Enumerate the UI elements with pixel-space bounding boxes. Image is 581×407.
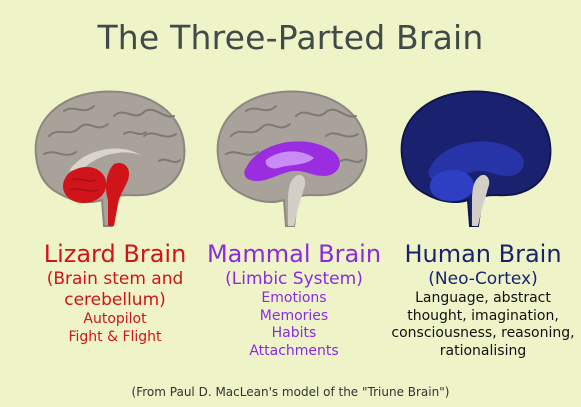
lizard-brain-subtitle-line-1: (Brain stem and [25,269,205,290]
mammal-brain-item: Attachments [200,343,388,361]
lizard-brain-column: Lizard Brain (Brain stem and cerebellum)… [25,240,205,346]
human-brain-item: rationalising [385,343,581,361]
lizard-brain-heading: Lizard Brain [25,240,205,269]
lizard-brain-item: Fight & Flight [25,329,205,347]
mammal-brain-item: Memories [200,308,388,326]
mammal-brain-item: Habits [200,325,388,343]
human-brain-item: thought, imagination, [385,308,581,326]
lizard-brain-subtitle-line-2: cerebellum) [25,290,205,311]
mammal-brain-column: Mammal Brain (Limbic System) Emotions Me… [200,240,388,360]
mammal-brain-item: Emotions [200,290,388,308]
mammal-brain-heading: Mammal Brain [200,240,388,269]
page-title: The Three-Parted Brain [0,18,581,57]
human-brain-heading: Human Brain [385,240,581,269]
human-brain-illustration [390,76,558,242]
mammal-brain-subtitle: (Limbic System) [200,269,388,290]
lizard-brain-illustration [24,76,192,242]
lizard-brain-item: Autopilot [25,311,205,329]
human-brain-column: Human Brain (Neo-Cortex) Language, abstr… [385,240,581,360]
mammal-brain-illustration [206,76,374,242]
human-brain-item: consciousness, reasoning, [385,325,581,343]
human-brain-subtitle: (Neo-Cortex) [385,269,581,290]
source-credit: (From Paul D. MacLean's model of the "Tr… [0,385,581,399]
human-brain-item: Language, abstract [385,290,581,308]
